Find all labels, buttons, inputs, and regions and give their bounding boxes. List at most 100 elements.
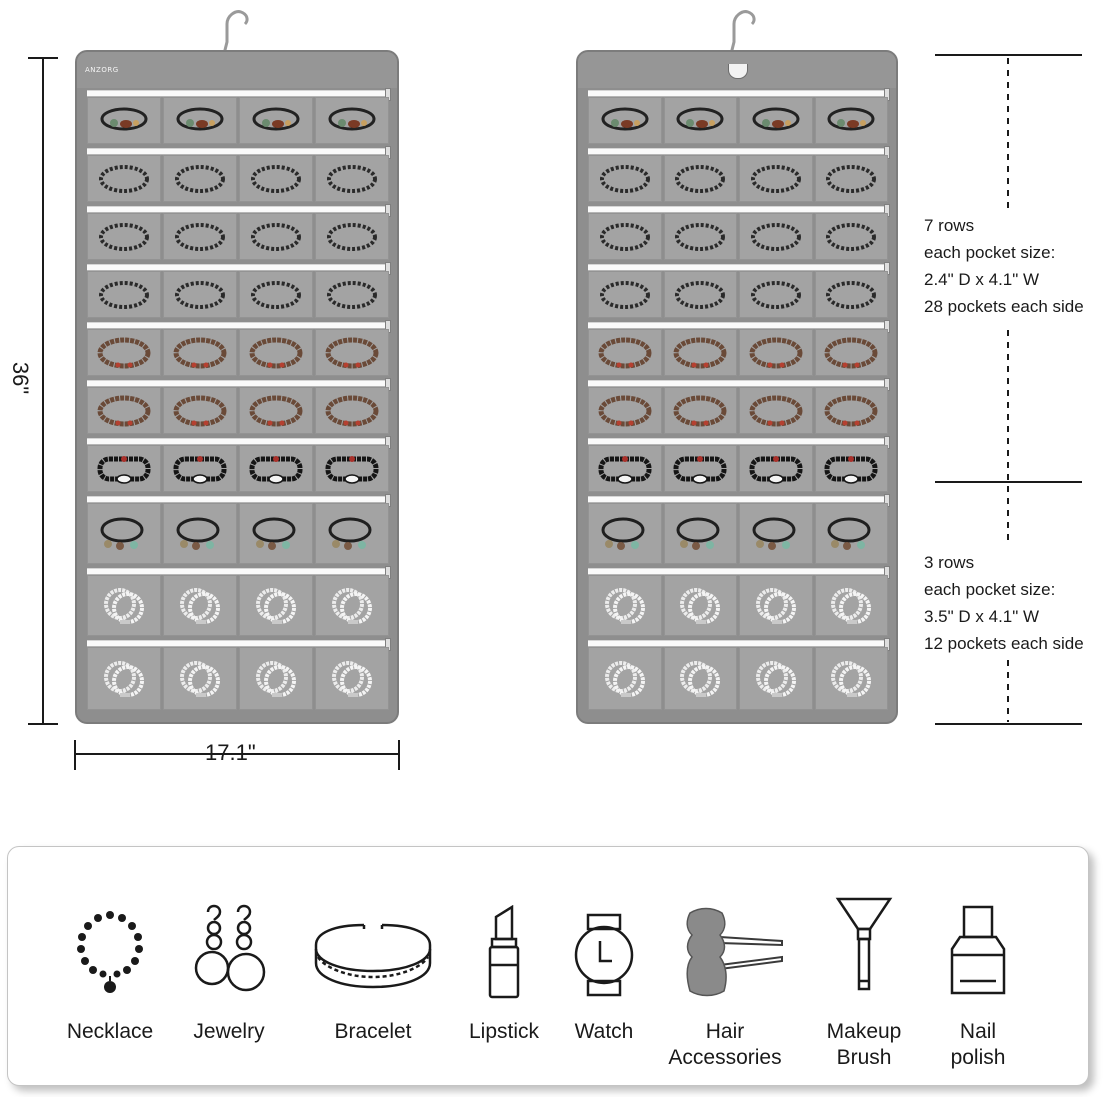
pocket[interactable] <box>315 213 389 260</box>
pocket[interactable] <box>588 213 662 260</box>
pocket[interactable] <box>814 155 888 202</box>
pocket[interactable] <box>739 445 813 492</box>
pocket[interactable] <box>588 155 662 202</box>
pocket[interactable] <box>239 445 313 492</box>
pocket[interactable] <box>163 503 237 564</box>
pocket[interactable] <box>239 575 313 636</box>
pocket[interactable] <box>239 329 313 376</box>
pocket[interactable] <box>87 97 161 144</box>
pocket[interactable] <box>163 445 237 492</box>
pocket[interactable] <box>239 213 313 260</box>
pocket[interactable] <box>163 647 237 710</box>
pocket[interactable] <box>814 97 888 144</box>
pocket[interactable] <box>87 445 161 492</box>
pocket[interactable] <box>814 575 888 636</box>
pocket[interactable] <box>814 387 888 434</box>
pocket[interactable] <box>663 213 737 260</box>
pocket[interactable] <box>163 155 237 202</box>
pocket[interactable] <box>163 387 237 434</box>
zipper[interactable] <box>588 436 890 449</box>
zipper[interactable] <box>588 494 890 507</box>
pocket[interactable] <box>739 271 813 318</box>
pocket[interactable] <box>239 271 313 318</box>
pocket[interactable] <box>163 97 237 144</box>
pocket[interactable] <box>588 271 662 318</box>
pocket[interactable] <box>814 503 888 564</box>
pocket[interactable] <box>663 329 737 376</box>
pocket[interactable] <box>663 647 737 710</box>
pocket[interactable] <box>87 329 161 376</box>
pocket[interactable] <box>663 575 737 636</box>
pocket[interactable] <box>315 445 389 492</box>
pocket[interactable] <box>663 387 737 434</box>
pocket[interactable] <box>814 271 888 318</box>
pocket[interactable] <box>315 329 389 376</box>
pocket[interactable] <box>239 155 313 202</box>
pocket[interactable] <box>315 503 389 564</box>
zipper[interactable] <box>87 638 391 651</box>
pocket[interactable] <box>315 575 389 636</box>
zipper[interactable] <box>588 378 890 391</box>
pocket[interactable] <box>163 271 237 318</box>
pocket[interactable] <box>315 647 389 710</box>
pocket[interactable] <box>87 503 161 564</box>
pocket[interactable] <box>663 155 737 202</box>
zipper[interactable] <box>87 204 391 217</box>
pocket[interactable] <box>663 445 737 492</box>
zipper[interactable] <box>87 146 391 159</box>
zipper[interactable] <box>87 320 391 333</box>
zipper[interactable] <box>588 638 890 651</box>
pocket[interactable] <box>663 271 737 318</box>
zipper[interactable] <box>87 88 391 101</box>
pocket[interactable] <box>588 97 662 144</box>
pocket[interactable] <box>739 575 813 636</box>
pocket[interactable] <box>239 97 313 144</box>
zipper[interactable] <box>588 320 890 333</box>
pocket[interactable] <box>814 647 888 710</box>
pocket[interactable] <box>163 575 237 636</box>
pocket[interactable] <box>239 647 313 710</box>
pocket[interactable] <box>739 329 813 376</box>
pocket[interactable] <box>663 97 737 144</box>
pocket[interactable] <box>588 647 662 710</box>
zipper[interactable] <box>588 146 890 159</box>
pocket[interactable] <box>739 155 813 202</box>
pocket[interactable] <box>163 329 237 376</box>
zipper[interactable] <box>87 494 391 507</box>
zipper[interactable] <box>87 436 391 449</box>
pocket[interactable] <box>588 575 662 636</box>
zipper[interactable] <box>87 262 391 275</box>
pocket[interactable] <box>739 97 813 144</box>
zipper[interactable] <box>87 378 391 391</box>
pocket[interactable] <box>315 155 389 202</box>
pocket[interactable] <box>663 503 737 564</box>
pocket[interactable] <box>739 503 813 564</box>
pocket[interactable] <box>239 503 313 564</box>
pocket[interactable] <box>239 387 313 434</box>
pocket[interactable] <box>87 575 161 636</box>
pocket[interactable] <box>739 647 813 710</box>
pocket[interactable] <box>739 387 813 434</box>
pocket[interactable] <box>87 387 161 434</box>
zipper[interactable] <box>588 88 890 101</box>
pocket[interactable] <box>163 213 237 260</box>
pocket[interactable] <box>588 503 662 564</box>
pocket[interactable] <box>315 271 389 318</box>
pocket[interactable] <box>87 271 161 318</box>
pocket[interactable] <box>588 387 662 434</box>
pocket[interactable] <box>87 213 161 260</box>
pocket[interactable] <box>588 445 662 492</box>
pocket[interactable] <box>814 213 888 260</box>
zipper[interactable] <box>87 566 391 579</box>
pocket[interactable] <box>315 97 389 144</box>
pocket[interactable] <box>739 213 813 260</box>
pocket[interactable] <box>814 445 888 492</box>
zipper[interactable] <box>588 262 890 275</box>
pocket[interactable] <box>87 155 161 202</box>
pocket[interactable] <box>588 329 662 376</box>
pocket[interactable] <box>315 387 389 434</box>
pocket[interactable] <box>814 329 888 376</box>
zipper[interactable] <box>588 204 890 217</box>
zipper[interactable] <box>588 566 890 579</box>
pocket[interactable] <box>87 647 161 710</box>
